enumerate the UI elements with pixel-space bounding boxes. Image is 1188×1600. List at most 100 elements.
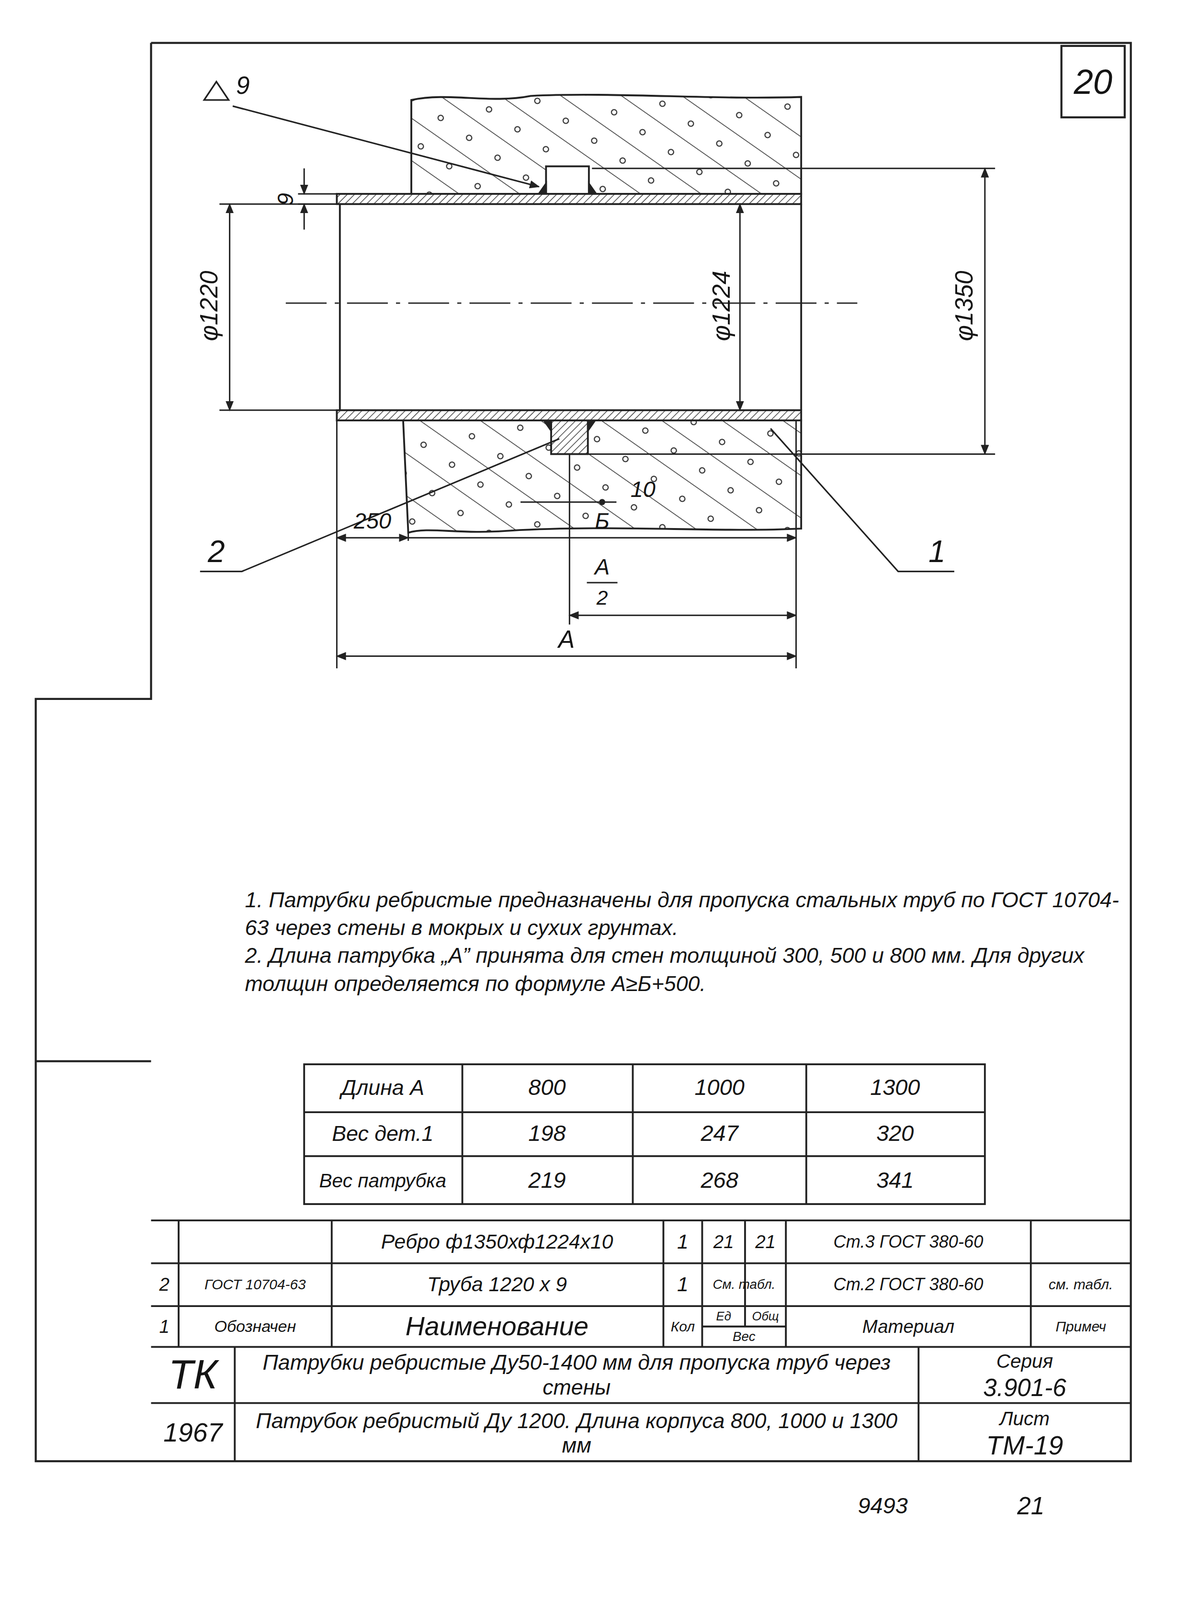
spec-cell: см. табл.	[1032, 1276, 1129, 1293]
note-text: 1. Патрубки ребристые предназначены для …	[245, 885, 1123, 942]
pipe	[336, 193, 802, 421]
dimension: 2	[596, 586, 609, 611]
drawing-line	[219, 409, 337, 411]
spec-header: Общ	[752, 1309, 780, 1324]
title-field: Серия	[996, 1350, 1053, 1373]
dimension-lines	[219, 168, 996, 669]
drawing-line	[784, 1220, 787, 1347]
spec-cell: Ст.3 ГОСТ 380-60	[790, 1232, 1027, 1253]
spec-cell: См. табл.	[704, 1277, 784, 1293]
spec-cell: 1	[677, 1230, 689, 1254]
table-cell: 198	[528, 1120, 566, 1147]
spec-cell: Ребро ф1350хф1224х10	[334, 1230, 660, 1254]
drawing-rect	[304, 1064, 985, 1205]
spec-header: Примеч	[1032, 1318, 1129, 1336]
dimension: 9	[272, 192, 299, 206]
drawing-line	[587, 582, 618, 584]
table-cell: 341	[876, 1167, 914, 1194]
drawing-polyline	[35, 43, 1132, 1462]
drawing-line	[150, 1305, 1131, 1308]
archive-number: 9493	[858, 1493, 908, 1520]
drawing-line	[407, 532, 409, 542]
drawing-line	[303, 203, 306, 230]
center-line	[285, 302, 858, 305]
spec-header: Материал	[790, 1316, 1027, 1338]
note-text: 2. Длина патрубка „А” принята для стен т…	[245, 941, 1123, 997]
drawing-path	[543, 420, 596, 431]
spec-cell: 2	[158, 1274, 170, 1296]
weld-size: 9	[236, 71, 250, 101]
spec-header: Ед	[716, 1309, 732, 1324]
drawing-line	[336, 420, 338, 669]
spec-cell: 21	[755, 1231, 776, 1253]
drawing-line	[917, 1346, 920, 1462]
spec-cell: 1	[677, 1273, 689, 1297]
leader-dot	[599, 498, 606, 506]
drawing-line	[461, 1064, 464, 1205]
drawing-line	[588, 453, 996, 455]
drawing-line	[303, 168, 306, 194]
table-cell: 1300	[870, 1074, 920, 1101]
sheet-number: 20	[1073, 61, 1113, 102]
spec-header: Наименование	[334, 1311, 660, 1343]
dimension: φ1224	[707, 271, 736, 342]
drawing-line	[701, 1220, 704, 1347]
drawing-line	[330, 1220, 333, 1347]
title-block	[150, 1220, 1131, 1462]
page-number: 21	[1017, 1492, 1045, 1521]
spec-cell: ГОСТ 10704-63	[181, 1276, 329, 1293]
drawing-line	[336, 655, 796, 657]
drawing-line	[233, 1346, 236, 1462]
table-cell: 268	[701, 1167, 739, 1194]
drawing-line	[150, 1262, 1131, 1265]
drawing-line	[35, 1060, 152, 1063]
drawing-line	[632, 1064, 634, 1205]
year: 1967	[163, 1417, 223, 1449]
drawing-rect	[1061, 45, 1125, 118]
drawing-line	[1029, 1220, 1032, 1347]
dimension: Б	[594, 508, 610, 535]
drawing-rect	[545, 166, 589, 194]
spec-cell: Труба 1220 х 9	[334, 1273, 660, 1297]
drawing-line	[339, 203, 341, 411]
spec-cell: Ст.2 ГОСТ 380-60	[790, 1275, 1027, 1296]
drawing-line	[150, 1402, 1131, 1405]
spec-header: Кол	[670, 1318, 695, 1336]
drawing-line	[228, 203, 231, 411]
drawing-line	[568, 453, 571, 625]
drawing-line	[336, 537, 408, 539]
table-cell: Вес дет.1	[305, 1121, 460, 1146]
spec-header: Вес	[732, 1329, 756, 1345]
spec-header: Обозначен	[181, 1317, 329, 1336]
dimension: φ1220	[195, 271, 224, 342]
drawing-polyline	[770, 428, 955, 572]
drawing-path	[411, 94, 802, 194]
series-number: 3.901-6	[983, 1373, 1066, 1403]
table-cell: 219	[528, 1167, 566, 1194]
table-cell: 320	[876, 1120, 914, 1147]
drawing-polyline	[200, 438, 560, 572]
drawing-line	[984, 168, 986, 455]
spec-header: 1	[158, 1316, 170, 1338]
table-cell: 1000	[694, 1074, 745, 1101]
dimension: φ1350	[950, 271, 979, 342]
series-title: Патрубки ребристые Ду50-1400 мм для проп…	[245, 1350, 909, 1400]
drawing-line	[701, 1325, 786, 1328]
drawing-line	[232, 106, 539, 187]
drawing-rect	[551, 420, 589, 454]
drawing-path	[538, 183, 596, 194]
drawing-rect	[336, 193, 802, 204]
drawing-line	[805, 1064, 808, 1205]
sheet-title: Патрубок ребристый Ду 1200. Длина корпус…	[245, 1408, 909, 1458]
notes-block: 1. Патрубки ребристые предназначены для …	[245, 885, 1123, 998]
drawing-path	[203, 81, 229, 101]
concrete-wall	[403, 94, 802, 533]
drawing-line	[408, 537, 797, 539]
drawing-line	[800, 203, 803, 411]
table-cell: 247	[701, 1120, 739, 1147]
title-field: Лист	[999, 1407, 1050, 1430]
drawing-line	[569, 614, 796, 617]
drawing-line	[150, 1346, 1131, 1349]
table-cell: Длина А	[305, 1075, 460, 1100]
